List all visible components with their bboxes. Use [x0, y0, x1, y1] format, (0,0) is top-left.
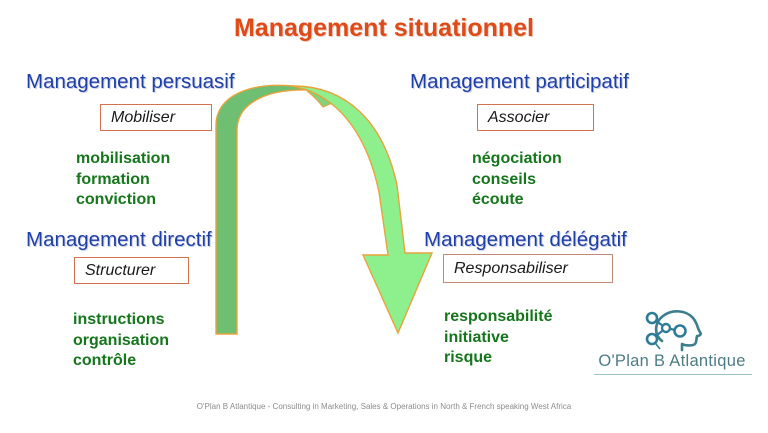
heading-management-delegatif: Management délégatif: [424, 228, 627, 251]
company-logo: O'Plan B Atlantique: [582, 305, 762, 377]
logo-underline: [594, 374, 752, 375]
verb-box-mobiliser: Mobiliser: [100, 104, 212, 131]
arrow-front-face: [292, 85, 434, 335]
heading-management-participatif: Management participatif: [410, 70, 629, 93]
verb-label-responsabiliser: Responsabiliser: [454, 259, 568, 277]
verb-label-mobiliser: Mobiliser: [111, 108, 176, 126]
page-title: Management situationnel: [233, 14, 535, 42]
verb-label-structurer: Structurer: [85, 261, 156, 279]
verb-label-associer: Associer: [488, 108, 550, 126]
curved-down-arrow-icon: [215, 84, 434, 335]
arrow-back-face: [215, 84, 308, 335]
footer-text: O'Plan B Atlantique - Consulting in Mark…: [196, 402, 572, 411]
verb-box-associer: Associer: [477, 104, 594, 131]
heading-management-directif: Management directif: [26, 228, 212, 251]
verb-box-responsabiliser: Responsabiliser: [443, 254, 613, 283]
verb-box-structurer: Structurer: [74, 257, 189, 284]
head-profile-network-icon: [645, 310, 702, 352]
logo-wordmark: O'Plan B Atlantique: [598, 352, 746, 370]
heading-management-persuasif: Management persuasif: [26, 70, 235, 93]
